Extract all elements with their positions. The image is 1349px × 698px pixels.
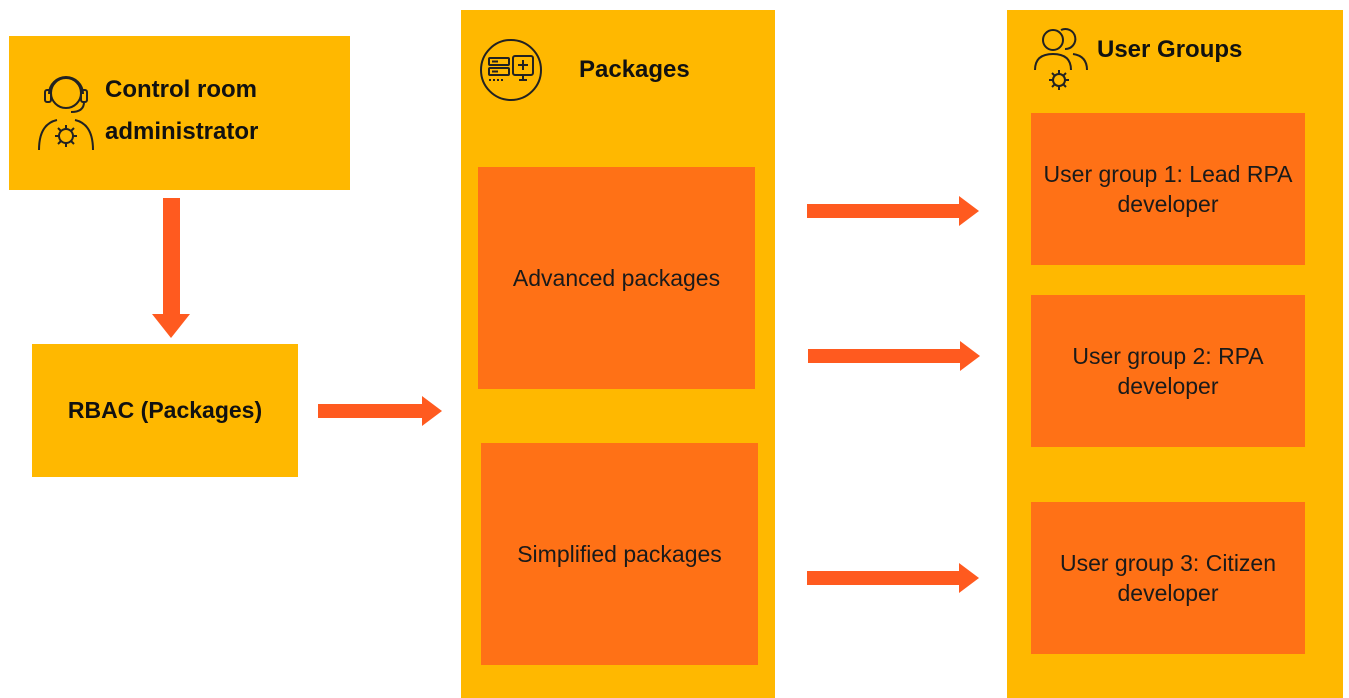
arrow-admin-to-rbac (152, 198, 190, 338)
arrow-to-user-group-2 (808, 341, 980, 371)
user-group-3-line1: User group 3: Citizen (1059, 550, 1277, 576)
user-group-1-line2: developer (1117, 191, 1219, 217)
advanced-packages-box: Advanced packages (478, 167, 755, 389)
user-group-3-box: User group 3: Citizen developer (1031, 502, 1305, 654)
user-group-1-line1: User group 1: Lead RPA (1043, 161, 1293, 187)
rbac-packages-box: RBAC (Packages) (32, 344, 298, 477)
user-groups-gear-icon (1034, 28, 1088, 90)
user-group-2-line1: User group 2: RPA (1072, 343, 1264, 369)
admin-headset-gear-icon (38, 76, 94, 151)
user-groups-title: User Groups (1097, 36, 1243, 63)
rbac-label: RBAC (Packages) (67, 397, 263, 423)
control-room-admin-box: Control room administrator (9, 36, 350, 190)
user-group-3-line2: developer (1117, 580, 1219, 606)
admin-label-line2: administrator (105, 118, 259, 145)
arrow-rbac-to-packages (318, 396, 442, 426)
packages-server-icon (480, 39, 542, 101)
packages-title: Packages (579, 56, 690, 83)
packages-panel: Packages Advanced packages Simplified pa… (461, 10, 775, 698)
user-group-2-box: User group 2: RPA developer (1031, 295, 1305, 447)
arrow-to-user-group-1 (807, 196, 979, 226)
user-group-2-line2: developer (1117, 373, 1219, 399)
admin-label-line1: Control room (105, 76, 257, 103)
simplified-packages-label: Simplified packages (517, 541, 722, 567)
user-group-1-box: User group 1: Lead RPA developer (1031, 113, 1305, 265)
arrow-to-user-group-3 (807, 563, 979, 593)
user-groups-panel: User Groups User group 1: Lead RPA devel… (1007, 10, 1343, 698)
advanced-packages-label: Advanced packages (512, 265, 721, 291)
simplified-packages-box: Simplified packages (481, 443, 758, 665)
